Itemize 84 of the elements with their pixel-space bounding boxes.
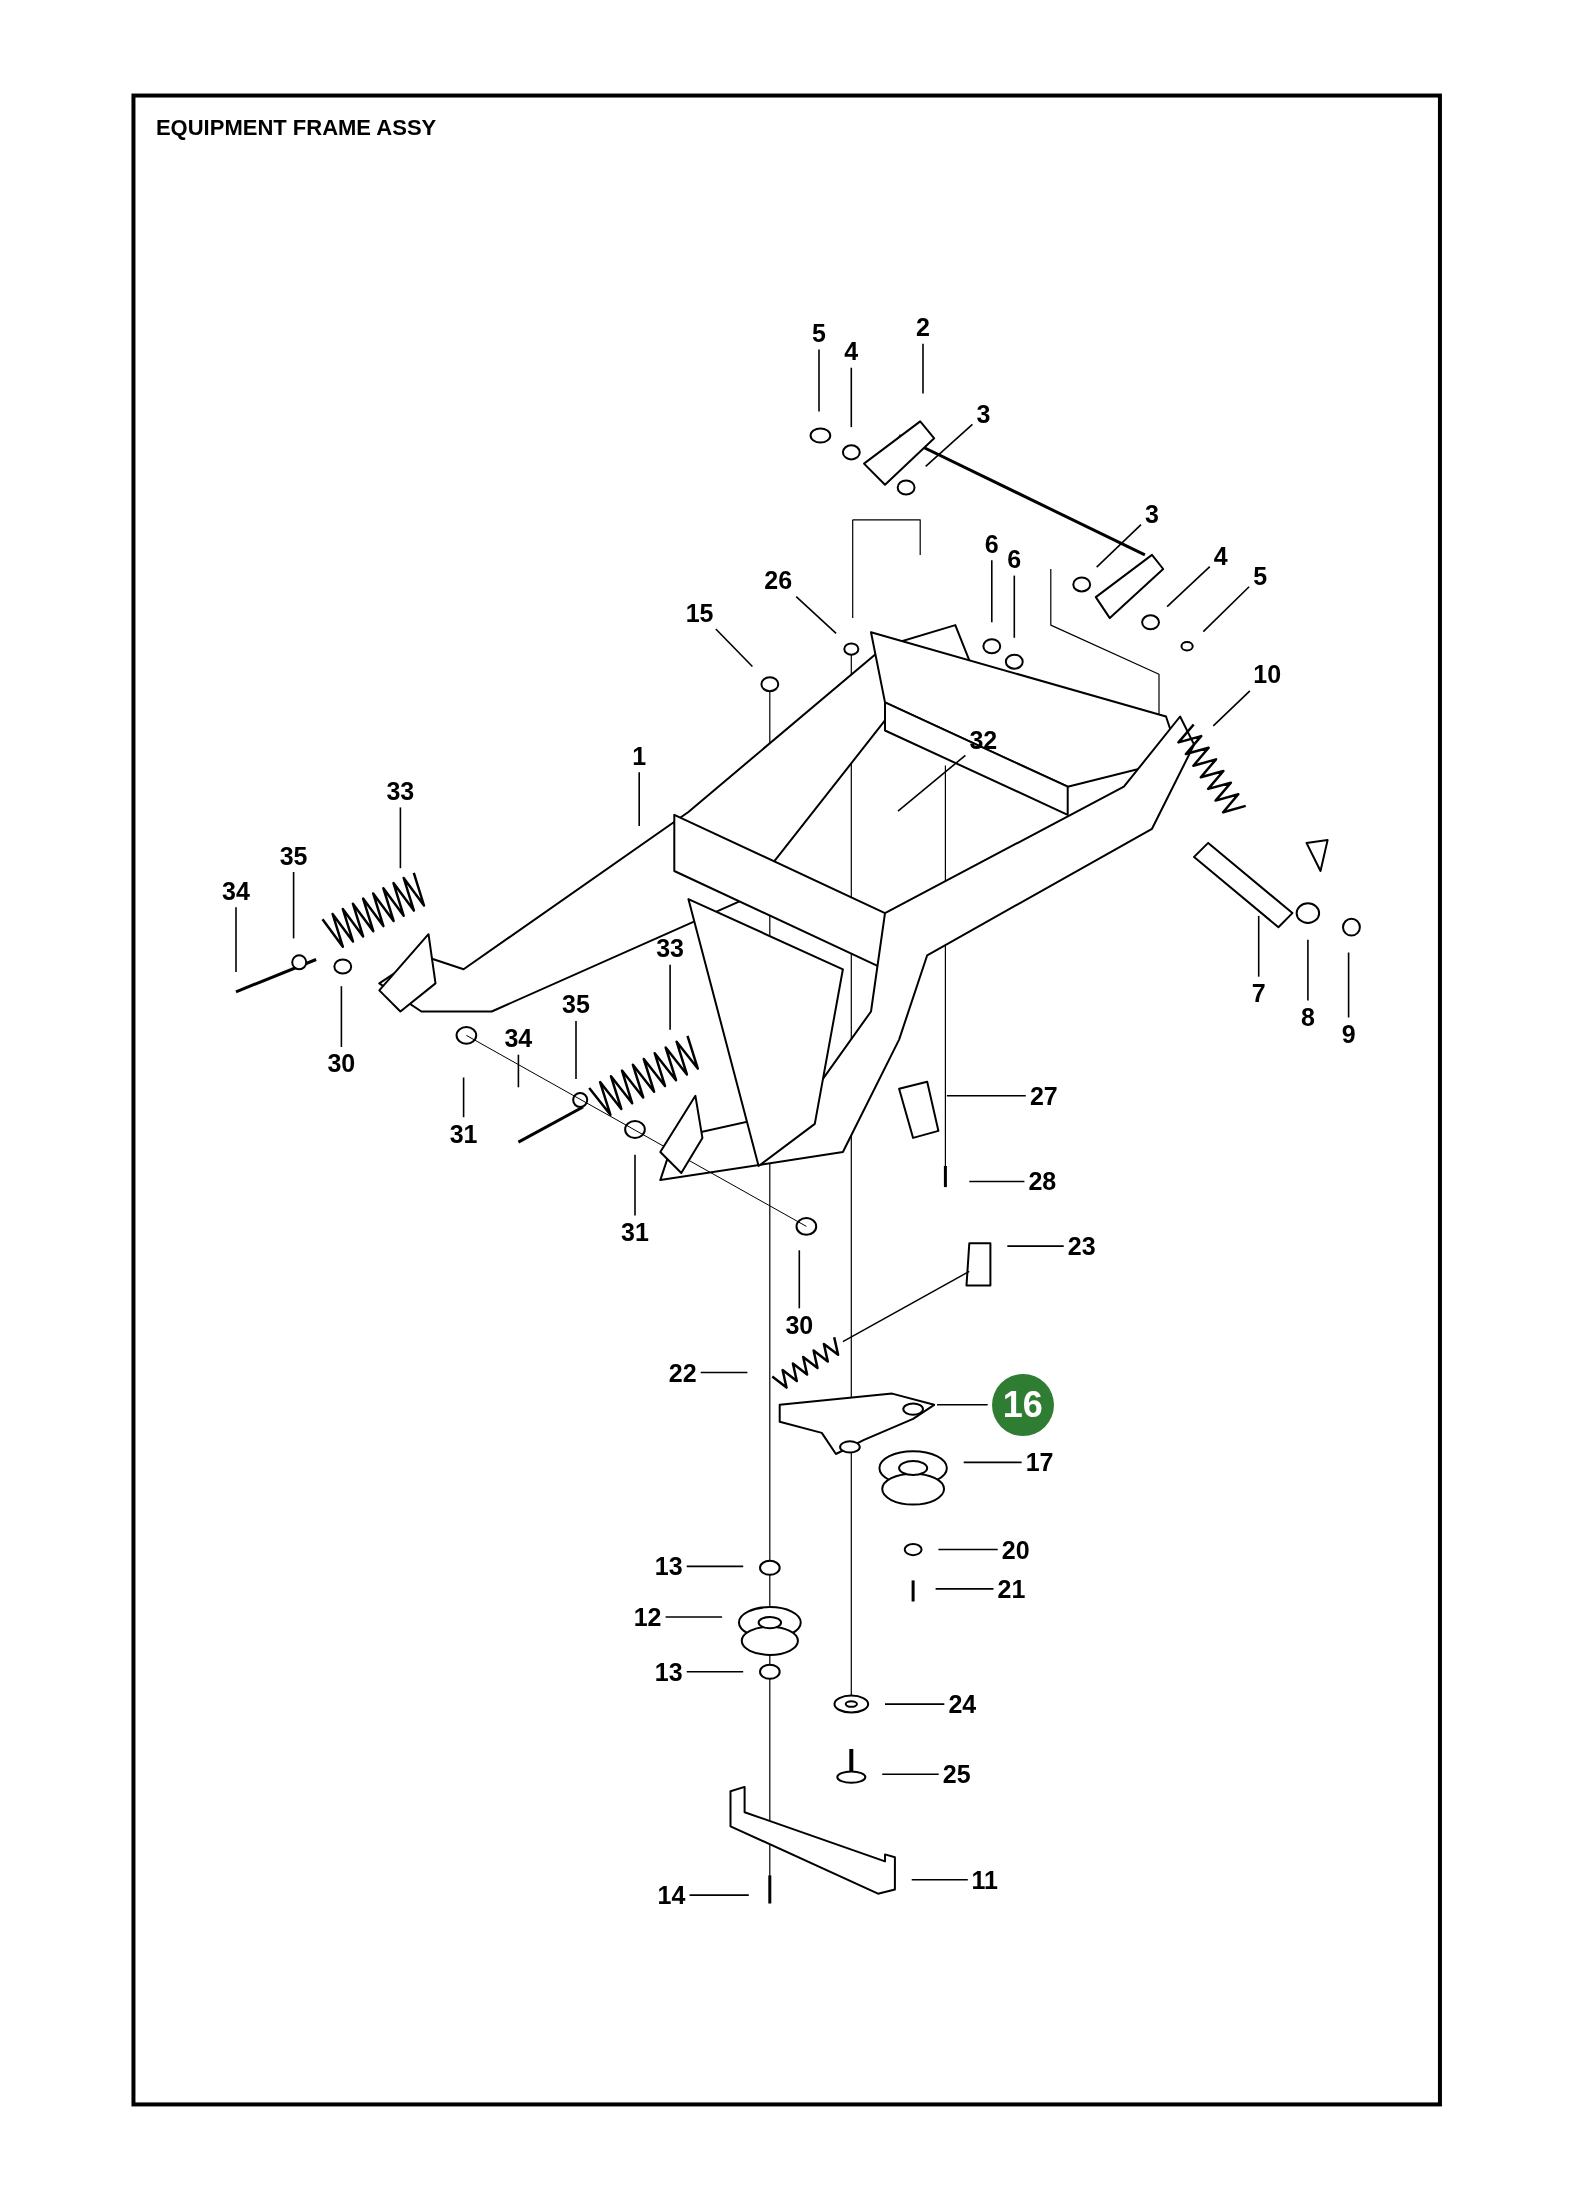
leader-line [399,806,402,869]
callout-number: 6 [1007,546,1022,572]
leader-line [292,871,295,940]
callout-number: 22 [668,1360,697,1385]
leader-line [1006,1245,1065,1247]
leader-line [946,1095,1027,1097]
callout-number: 31 [449,1121,478,1147]
callout-number: 32 [969,727,998,753]
leader-line [850,366,853,428]
leader-line [897,754,967,812]
callout-number: 4 [1213,543,1228,569]
callout-number: 10 [1253,661,1282,687]
leader-line [634,1154,636,1217]
leader-line [936,1404,989,1406]
leader-line [575,1020,577,1080]
callout-number: 15 [685,600,714,625]
callout-number: 34 [504,1025,533,1051]
leader-line [685,1565,744,1568]
callout-number: 20 [1001,1537,1030,1562]
callout-number: 8 [1300,1004,1315,1030]
callout-number: 35 [279,843,308,869]
leader-line [962,1461,1023,1464]
callout-number: 4 [844,338,859,364]
leader-line [922,343,924,395]
leader-line [798,1249,801,1310]
leader-line [1307,939,1309,1002]
callout-number: 2 [916,314,930,340]
leader-line [991,559,993,624]
leader-line [910,1878,969,1881]
callout-number: 3 [1145,501,1159,527]
leader-line [924,423,974,468]
callout-number: 1 [632,743,647,769]
leader-line [1202,586,1250,633]
callout-number: 13 [654,1553,683,1579]
callout-number: 30 [327,1050,356,1076]
leader-line [1166,565,1211,608]
callout-number: 17 [1025,1449,1054,1475]
callout-number: 14 [657,1882,686,1908]
callout-number: 24 [948,1691,977,1717]
leader-line [881,1773,940,1776]
callout-number: 33 [386,778,415,804]
leader-line [517,1053,520,1089]
callout-number: 33 [656,935,684,961]
diagram-title: EQUIPMENT FRAME ASSY [155,115,437,142]
leader-line [937,1548,999,1551]
callout-number: 13 [654,1659,683,1685]
leader-line [884,1703,946,1705]
callout-number: 27 [1029,1083,1058,1109]
leader-line [235,906,237,973]
callout-number: 28 [1028,1168,1057,1194]
callout-number: 3 [976,401,991,427]
callout-number: 34 [222,878,250,904]
leader-line [1095,523,1142,568]
leader-line [968,1180,1026,1183]
callout-number: 12 [633,1604,662,1630]
leader-line [462,1076,465,1118]
callout-number: 31 [621,1219,649,1245]
callout-number: 21 [997,1576,1026,1602]
callout-number: 5 [812,320,826,346]
callout-number: 6 [984,531,999,557]
leader-line [795,595,837,635]
leader-line [1257,915,1260,978]
callout-number: 9 [1341,1021,1356,1047]
leader-line [934,1588,995,1590]
leader-line [340,985,343,1048]
leader-line [1212,690,1251,727]
callout-number: 35 [562,991,590,1017]
callout-number: 11 [971,1867,998,1893]
callout-number: 25 [942,1761,971,1787]
leader-line [715,628,754,668]
callout-number: 30 [785,1312,814,1338]
callout-number: 26 [764,567,793,593]
leader-line [699,1371,749,1374]
leader-line [638,771,640,827]
leader-line [664,1616,723,1618]
leader-line [1013,574,1016,639]
leader-line [688,1894,750,1896]
callout-number: 5 [1253,563,1268,589]
leader-line [1347,951,1350,1019]
callout-number: 7 [1251,980,1266,1006]
highlighted-callout-number: 16 [991,1373,1054,1436]
leader-line [818,348,820,413]
callout-number: 23 [1067,1233,1096,1259]
leader-line [685,1670,744,1673]
